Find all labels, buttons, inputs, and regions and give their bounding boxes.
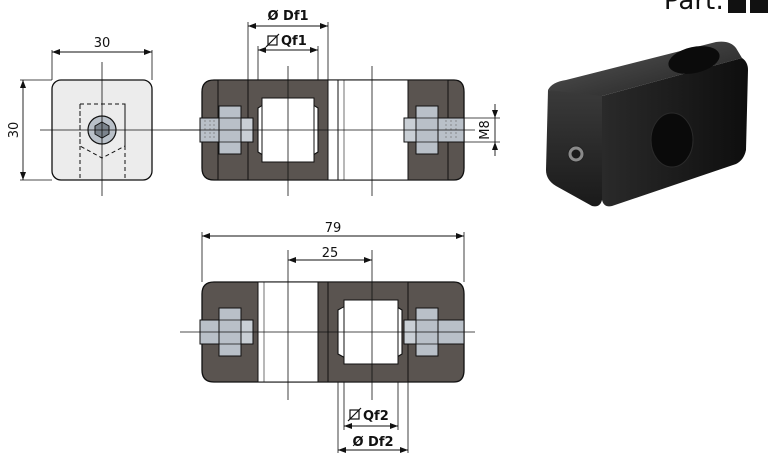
bottom-side-view: 79 25 Qf2 Ø Df2	[180, 221, 475, 453]
top-side-view: Ø Df1 Qf1 M8	[180, 9, 500, 196]
df2-label: Ø Df2	[352, 435, 393, 450]
height-dimension-label: 30	[7, 122, 22, 139]
top-hole-icon	[668, 46, 720, 74]
df1-label: Ø Df1	[267, 9, 308, 24]
part-number-block	[728, 0, 746, 13]
product-3d-render	[546, 41, 748, 207]
end-view: 30 30	[7, 36, 200, 196]
part-number-block-2	[750, 0, 768, 13]
overall-length-label: 79	[325, 221, 342, 236]
side-hole-icon	[650, 112, 694, 168]
center-distance-label: 25	[322, 246, 339, 261]
qf2-label: Qf2	[363, 409, 389, 424]
hidden-hex-outline	[79, 103, 126, 159]
part-label-text: Part:	[663, 0, 724, 16]
width-dimension-label: 30	[94, 36, 111, 51]
qf1-label: Qf1	[281, 34, 307, 49]
square-symbol-icon-2	[347, 407, 362, 422]
thread-label: M8	[478, 120, 493, 140]
part-label: Part:	[664, 0, 768, 16]
square-symbol-icon	[265, 33, 280, 48]
